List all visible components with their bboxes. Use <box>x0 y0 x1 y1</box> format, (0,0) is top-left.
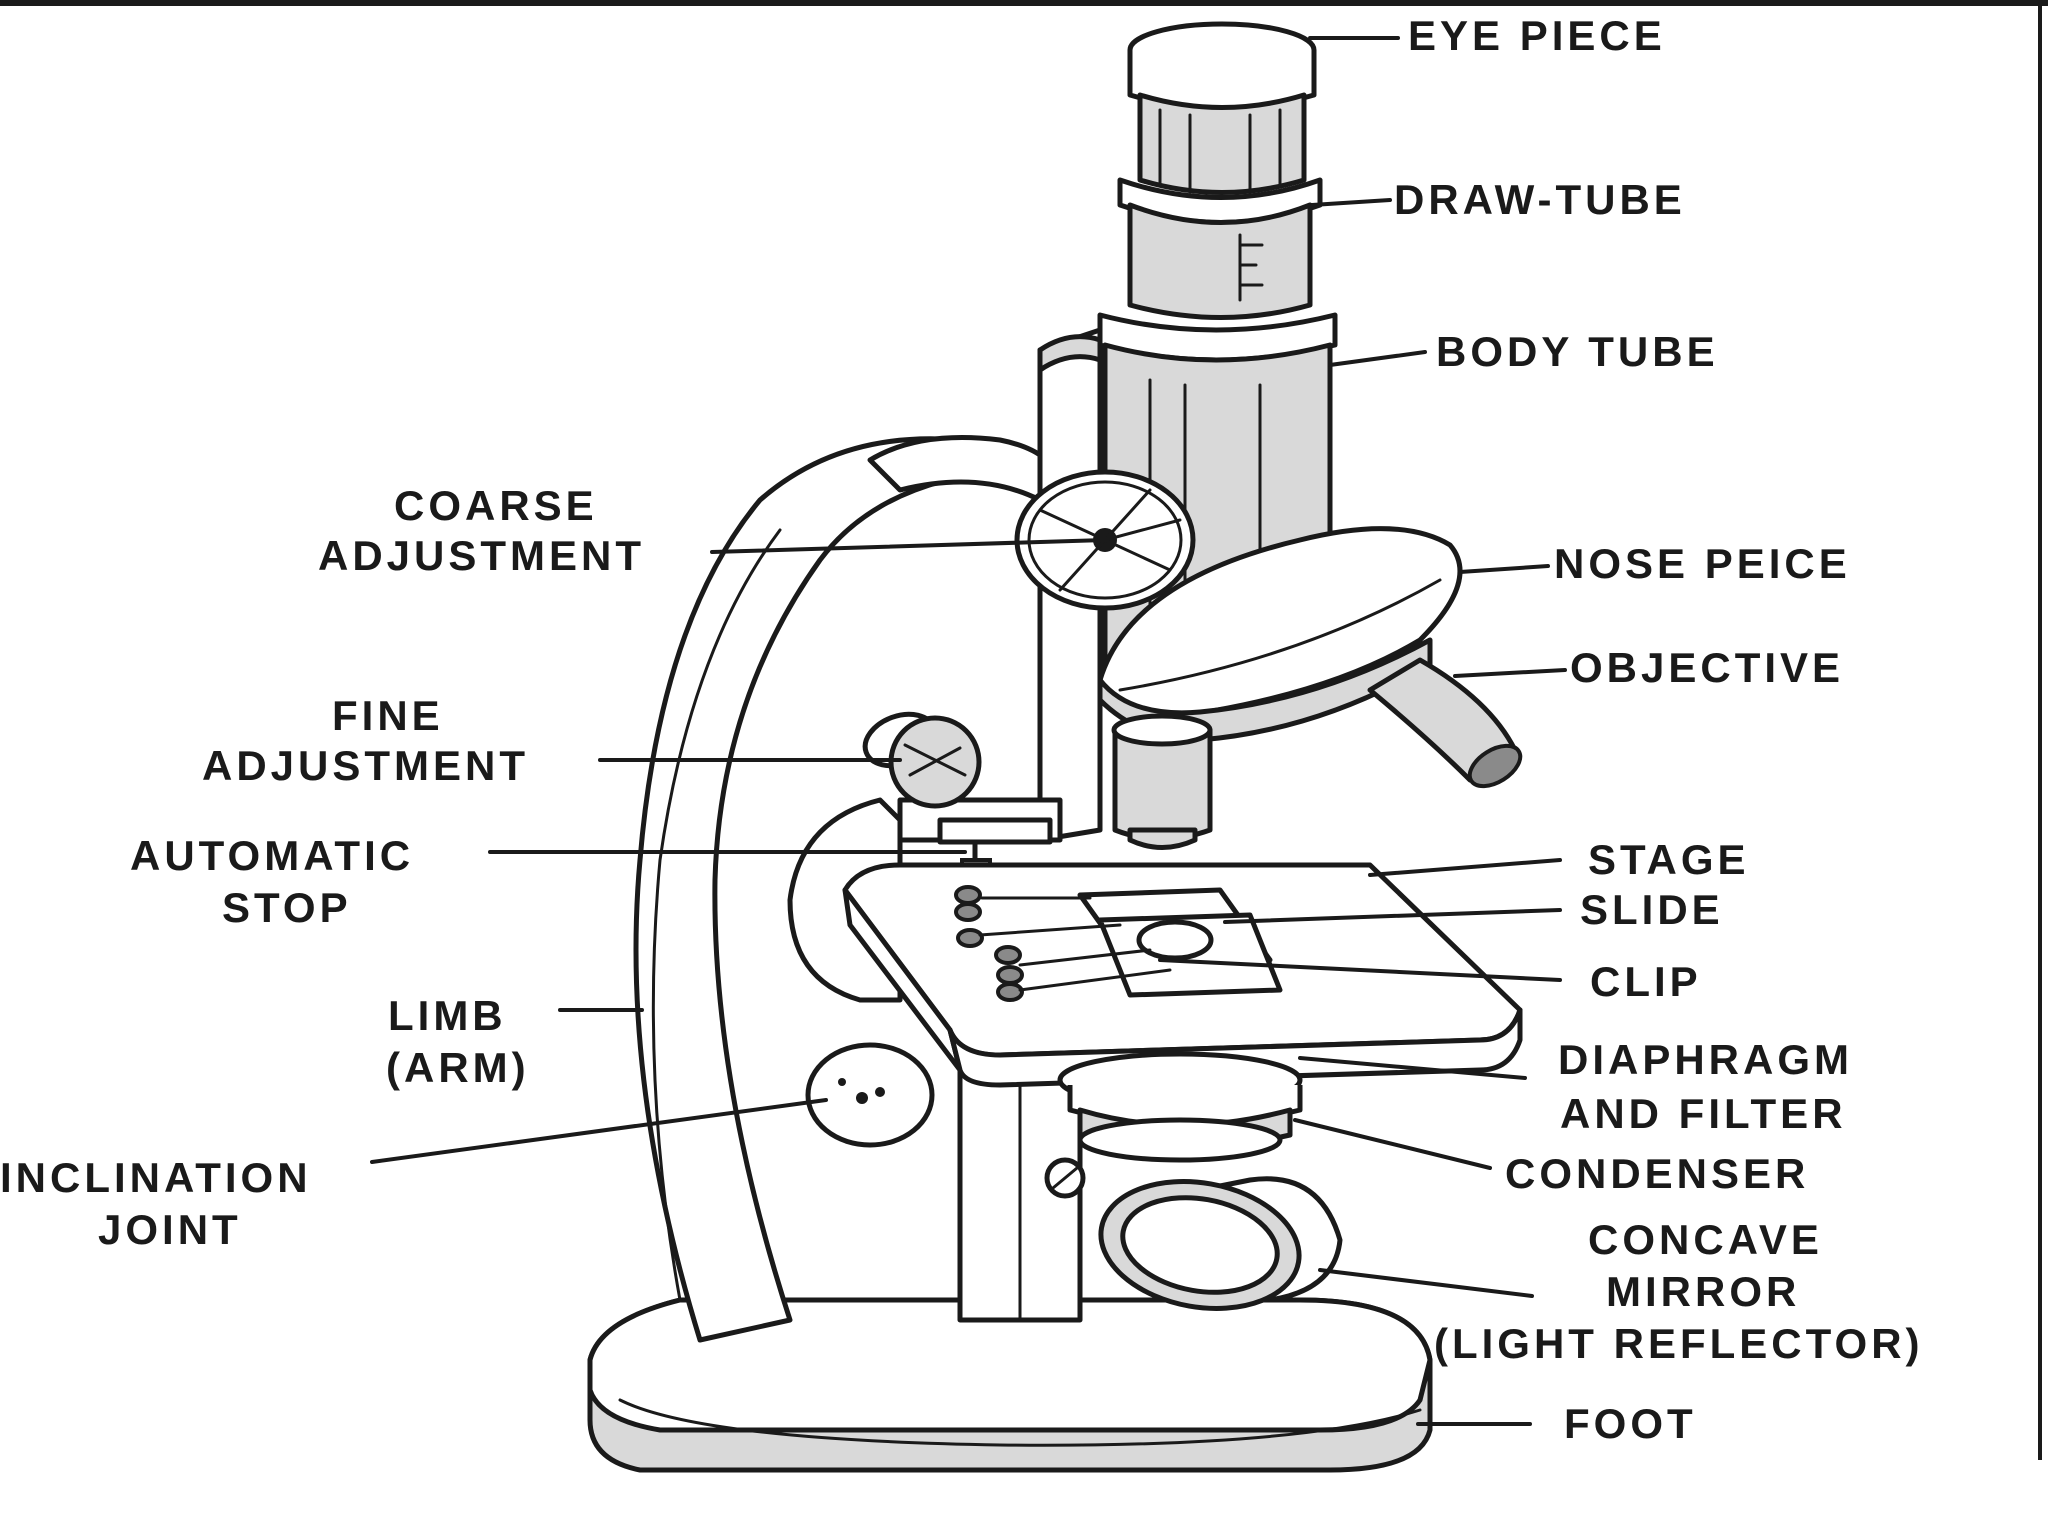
label-coarse-adjustment-line2: ADJUSTMENT <box>318 532 645 579</box>
foot-base-shape <box>587 1297 1433 1473</box>
label-eye-piece: EYE PIECE <box>1408 12 1666 59</box>
label-automatic-stop-line2: STOP <box>222 884 352 931</box>
label-fine-adjustment-line1: FINE <box>332 692 444 739</box>
slide-shape <box>1077 887 1283 998</box>
label-slide: SLIDE <box>1580 886 1724 933</box>
label-stage: STAGE <box>1588 836 1750 883</box>
fine-adjustment-knob <box>862 711 982 809</box>
inclination-joint-shape <box>805 1042 1086 1199</box>
objective-lens-shape <box>1111 657 1523 850</box>
label-nose-piece: NOSE PEICE <box>1554 540 1851 587</box>
draw-tube-shape <box>1117 177 1323 320</box>
label-fine-adjustment-line2: ADJUSTMENT <box>202 742 529 789</box>
leader-lines <box>370 36 1567 1426</box>
label-objective: OBJECTIVE <box>1570 644 1844 691</box>
label-diaphragm-line2: AND FILTER <box>1560 1090 1847 1137</box>
label-limb-line1: LIMB <box>388 992 507 1039</box>
label-concave-mirror-line2: MIRROR <box>1606 1268 1800 1315</box>
label-condenser: CONDENSER <box>1505 1150 1809 1197</box>
label-concave-mirror-line3: (LIGHT REFLECTOR) <box>1434 1320 1924 1367</box>
label-coarse-adjustment-line1: COARSE <box>394 482 598 529</box>
label-foot: FOOT <box>1564 1400 1697 1447</box>
label-limb-line2: (ARM) <box>386 1044 530 1091</box>
eye-piece-shape <box>1127 21 1317 195</box>
label-automatic-stop-line1: AUTOMATIC <box>130 832 414 879</box>
stage-clips <box>954 885 1172 1002</box>
microscope-drawing <box>587 21 1523 1473</box>
label-clip: CLIP <box>1590 958 1702 1005</box>
label-draw-tube: DRAW-TUBE <box>1394 176 1686 223</box>
concave-mirror-shape <box>1098 1176 1343 1311</box>
label-concave-mirror-line1: CONCAVE <box>1588 1216 1823 1263</box>
condenser-shape <box>1057 1051 1303 1163</box>
labels: EYE PIECE DRAW-TUBE BODY TUBE COARSE ADJ… <box>0 12 1924 1447</box>
label-inclination-joint-line2: JOINT <box>98 1206 242 1253</box>
label-inclination-joint-line1: INCLINATION <box>0 1154 312 1201</box>
label-diaphragm-line1: DIAPHRAGM <box>1558 1036 1853 1083</box>
label-body-tube: BODY TUBE <box>1436 328 1719 375</box>
